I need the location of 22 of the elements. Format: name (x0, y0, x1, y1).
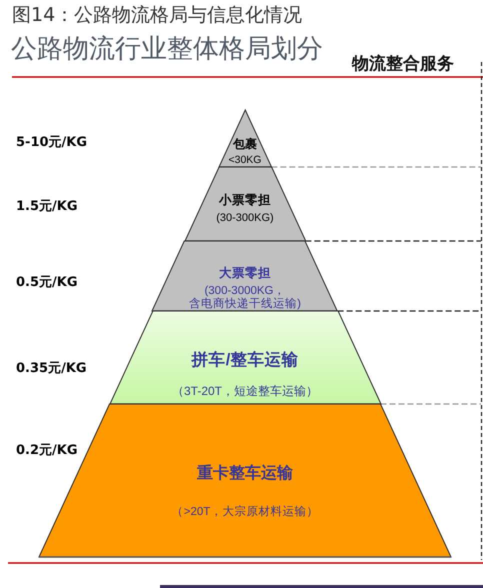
pyramid-tier (110, 311, 380, 404)
tier-detail: <30KG (228, 154, 262, 166)
tier-name: 包裹 (232, 138, 257, 152)
tier-name: 小票零担 (218, 192, 271, 208)
pyramid-tier (39, 404, 451, 557)
price-label: 0.35元/KG (16, 360, 87, 378)
tier-detail: （3T-20T，短途整车运输） (172, 385, 318, 399)
price-label: 5-10元/KG (16, 134, 88, 152)
price-label: 0.5元/KG (16, 274, 78, 292)
pyramid-tier (152, 241, 338, 311)
price-label: 0.2元/KG (16, 442, 78, 460)
chart-title: 公路物流行业整体格局划分 (11, 34, 323, 65)
column-heading: 物流整合服务 (352, 52, 454, 76)
tier-name: 大票零担 (218, 266, 271, 280)
tier-detail: (300-3000KG，含电商快递干线运输) (189, 285, 301, 312)
tier-name: 拼车/整车运输 (192, 350, 298, 370)
figure-caption: 图14：公路物流格局与信息化情况 (12, 4, 302, 27)
price-label: 1.5元/KG (16, 198, 78, 216)
tier-name: 重卡整车运输 (197, 464, 293, 484)
tier-detail: (30-300KG) (216, 212, 274, 224)
tier-detail: （>20T，大宗原材料运输） (172, 506, 318, 520)
pyramid-tier (218, 110, 272, 167)
